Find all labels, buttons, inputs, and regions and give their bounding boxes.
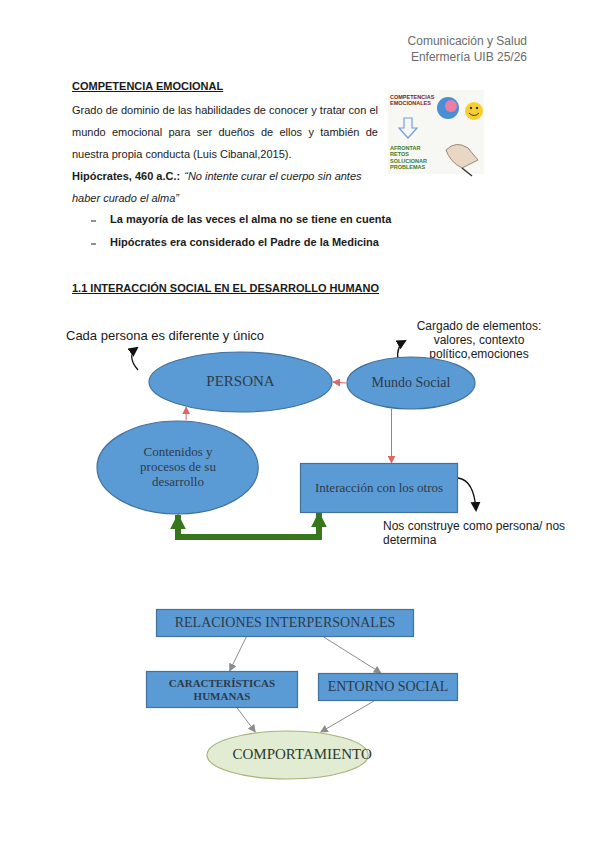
quote-author: Hipócrates, 460 a.C.:	[72, 170, 180, 182]
node-texts: ENTORNO SOCIAL	[328, 679, 449, 695]
quote-paragraph: Hipócrates, 460 a.C.:“No intente curar e…	[72, 165, 378, 209]
bullet-dash	[91, 221, 96, 222]
node-texts: Contenidos y procesos de su desarrollo	[122, 445, 233, 490]
node-texts: CARACTERÍSTICAS HUMANAS	[151, 677, 293, 702]
node-texts: RELACIONES INTERPERSONALES	[175, 615, 396, 631]
callout-note: Nos construye como persona/ nos determin…	[383, 519, 593, 547]
process-box: ENTORNO SOCIAL	[318, 673, 458, 701]
process-box: CARACTERÍSTICAS HUMANAS	[146, 671, 298, 708]
illustration	[388, 90, 484, 176]
node-text: RELACIONES INTERPERSONALES	[175, 615, 396, 631]
connector-arrow	[186, 407, 187, 420]
process-box: Interacción con los otros	[300, 463, 458, 513]
paragraph: Grado de dominio de las habilidades de c…	[72, 99, 378, 165]
node-text: ENTORNO SOCIAL	[328, 679, 449, 695]
image-caption: AFRONTAR RETOS SOLUCIONAR PROBLEMAS	[390, 145, 438, 170]
header-text: Comunicación y Salud	[400, 34, 527, 48]
callout-note: Cada persona es diferente y único	[66, 328, 296, 343]
connector-arrow	[237, 708, 255, 732]
header-text: Enfermería UIB 25/26	[400, 50, 527, 64]
connector-arrow	[321, 701, 374, 732]
bullet-text: La mayoría de las veces el alma no se ti…	[110, 213, 410, 225]
node-text: Contenidos y procesos de su desarrollo	[122, 445, 233, 490]
ellipse-node: Mundo Social	[346, 356, 476, 410]
node-text: COMPORTAMIENTO	[232, 746, 343, 763]
callout-arrow	[132, 348, 138, 370]
node-text: Interacción con los otros	[315, 481, 443, 496]
callout-arrow	[458, 478, 476, 510]
node-text: PERSONA	[206, 373, 274, 390]
ellipse-node: COMPORTAMIENTO	[206, 730, 369, 780]
bullet-line: Hipócrates era considerado elPadre de la…	[110, 236, 440, 248]
image-caption: COMPETENCIAS EMOCIONALES	[390, 94, 436, 107]
bullet-emphasis: Padre de la Medicina	[270, 236, 379, 248]
bullet-dash	[91, 244, 96, 245]
process-box: RELACIONES INTERPERSONALES	[156, 609, 414, 637]
connector-arrow	[230, 637, 247, 671]
bullet-text: Hipócrates era considerado el	[110, 236, 267, 248]
section-heading: 1.1 INTERACCIÓN SOCIAL EN EL DESARROLLO …	[72, 282, 402, 294]
connector-arrow	[391, 409, 392, 463]
ellipse-node: PERSONA	[148, 351, 333, 413]
node-texts: PERSONA	[206, 373, 274, 390]
ellipse-node: Contenidos y procesos de su desarrollo	[96, 420, 259, 515]
callout-note: Cargado de elementos: valores, contexto …	[408, 319, 550, 361]
node-texts: Mundo Social	[372, 375, 451, 391]
node-text: Mundo Social	[372, 375, 451, 391]
node-texts: Interacción con los otros	[315, 481, 443, 496]
connector-arrow	[333, 382, 346, 383]
connector-arrow	[324, 637, 381, 673]
node-texts: COMPORTAMIENTO	[232, 746, 343, 763]
section-title: COMPETENCIA EMOCIONAL	[72, 80, 223, 92]
connector-arrow	[178, 513, 319, 537]
node-text: CARACTERÍSTICAS HUMANAS	[151, 677, 293, 702]
